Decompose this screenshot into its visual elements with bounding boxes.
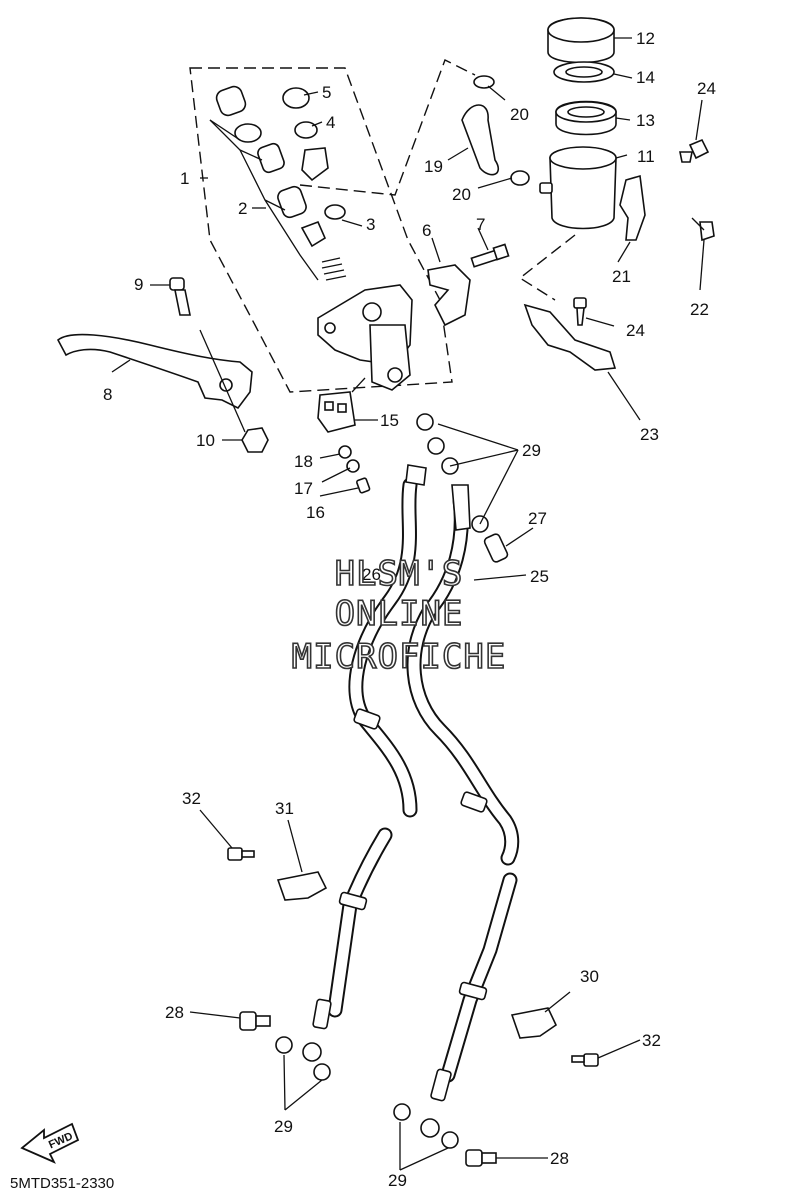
hose-fitting-upper-right [451,484,471,531]
clamp-bolt-32-right [571,1053,599,1067]
callout-6: 6 [422,221,431,240]
hose-clip-lower [510,170,530,186]
callout-31: 31 [275,799,294,818]
bracket-bolt-22 [691,217,715,242]
hose-clamp-31 [276,871,328,901]
brake-hose-25 [406,492,520,866]
callout-9: 9 [134,275,143,294]
callout-28-left: 28 [165,1003,184,1022]
callout-20-lower: 20 [452,185,471,204]
hose-joint-left [338,891,368,911]
hose-clip-upper [473,75,495,89]
hose-ring-right [460,791,488,813]
callout-8: 8 [103,385,112,404]
callout-20-upper: 20 [510,105,529,124]
hose-clamp-30 [510,1007,558,1039]
callout-2: 2 [238,199,247,218]
washer-29-lower-3 [393,1103,411,1121]
hose-ring-left [353,708,381,730]
clamp-bolt-32-left [227,847,255,861]
assembly-boundary-dashed [189,67,453,393]
bracket-link-dashed [518,234,576,301]
callout-29-upper: 29 [522,441,541,460]
union-bolt-28-left [239,1011,271,1031]
hose-joint-right [458,981,488,1001]
cap-plate [553,61,615,83]
washer-29-lower-1 [275,1036,293,1054]
pivot-nut [241,427,269,453]
reservoir-tank [539,146,617,230]
callout-1: 1 [180,169,189,188]
callout-24-lower: 24 [626,321,645,340]
callout-30: 30 [580,967,599,986]
callout-12: 12 [636,29,655,48]
callout-24-upper: 24 [697,79,716,98]
callout-21: 21 [612,267,631,286]
diagram-code: 5MTD351-2330 [10,1175,114,1192]
reservoir-link-dashed [299,59,476,196]
washer-29a [416,413,434,431]
reservoir-hose [461,104,500,176]
callout-26: 26 [362,565,381,584]
bracket-plate [523,303,617,371]
callout-32-left: 32 [182,789,201,808]
callout-29-lower-right: 29 [388,1171,407,1190]
bracket-bolt-24-lower [573,297,587,326]
bracket-bolt-24-upper [679,138,710,163]
callout-25: 25 [530,567,549,586]
lower-hose-right [440,872,518,1083]
callout-4: 4 [326,113,335,132]
watermark-line-1: HLSM'S [335,554,464,594]
switch-screw [356,477,371,494]
callout-28-right: 28 [550,1149,569,1168]
callout-10: 10 [196,431,215,450]
switch-washer-17 [346,459,360,473]
callout-23: 23 [640,425,659,444]
callout-16: 16 [306,503,325,522]
hose-fitting-upper-left [405,464,427,486]
lower-hose-left [327,827,393,1018]
callout-labels: 1 2 3 4 5 6 7 8 9 10 11 12 13 14 15 16 1… [103,29,716,1190]
clamp-bolt [470,243,510,268]
washer-29b [427,437,445,455]
reservoir-cap [547,17,615,64]
brake-light-switch [317,391,356,433]
callout-17: 17 [294,479,313,498]
fwd-arrow-icon: FWD [20,1122,80,1164]
watermark: HLSM'S ONLINE MICROFICHE [291,553,507,678]
callout-11: 11 [637,147,655,166]
handlebar-clamp [427,264,471,327]
watermark-line-3: MICROFICHE [292,637,507,677]
diaphragm [555,100,617,136]
callout-22: 22 [690,300,709,319]
brake-lever [56,333,253,410]
callout-5: 5 [322,83,331,102]
master-cylinder-body [317,284,413,391]
callout-29-lower-left: 29 [274,1117,293,1136]
switch-washer-18 [338,445,352,459]
callout-3: 3 [366,215,375,234]
callout-14: 14 [636,68,655,87]
callout-27: 27 [528,509,547,528]
callout-19: 19 [424,157,443,176]
pivot-bolt [169,277,191,316]
callout-15: 15 [380,411,399,430]
union-bolt-27 [483,533,509,563]
callout-7: 7 [476,215,485,234]
callout-32-right: 32 [642,1031,661,1050]
callout-18: 18 [294,452,313,471]
washer-29-lower-2 [313,1063,331,1081]
callout-13: 13 [636,111,655,130]
watermark-line-2: ONLINE [335,594,464,634]
union-bolt-28-right [465,1149,497,1167]
washer-29-lower-4 [441,1131,459,1149]
brake-hose-26 [348,477,418,818]
leader-lines [111,37,705,1171]
reservoir-bracket [619,174,646,241]
